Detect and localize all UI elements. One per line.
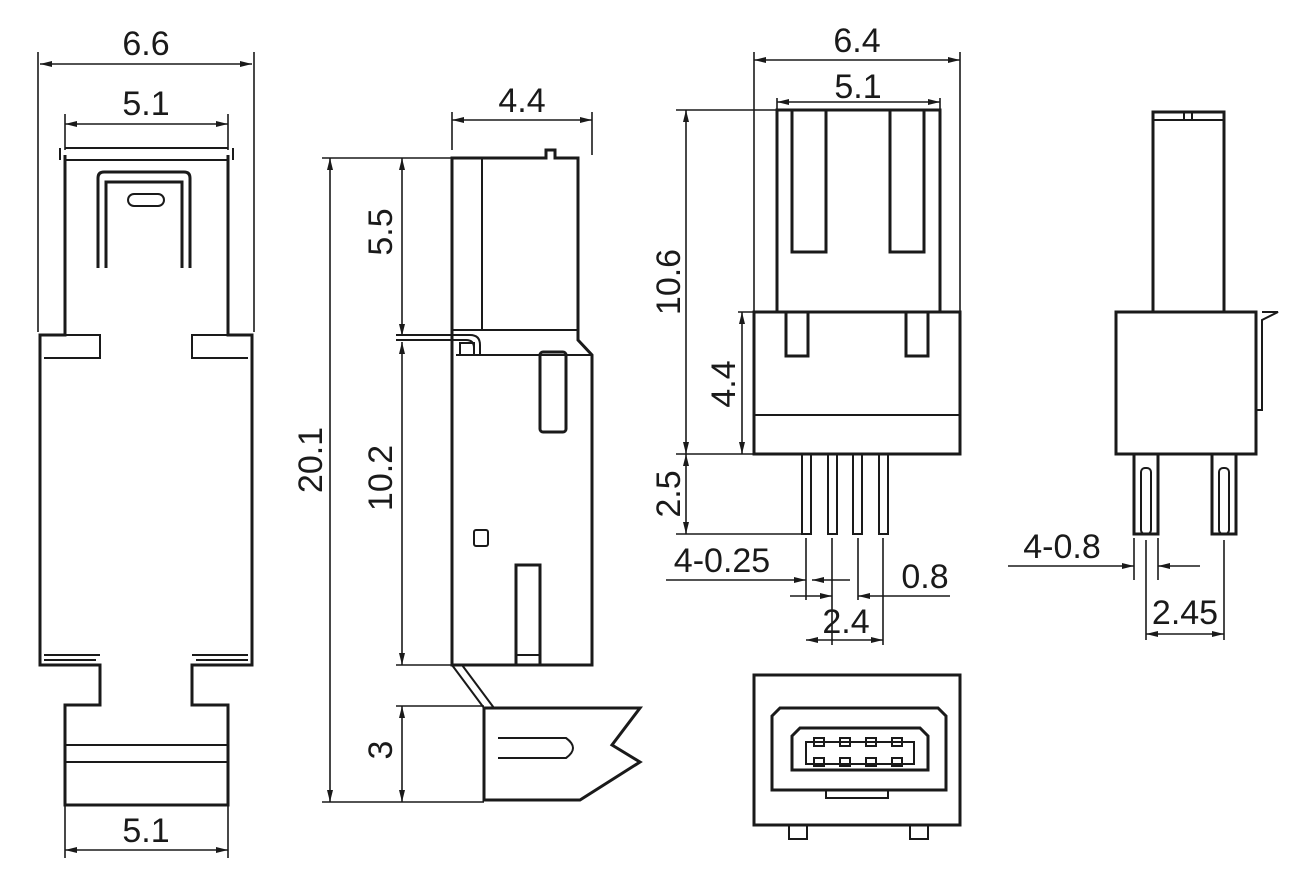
face-outer-shell (770, 706, 948, 792)
dim-body-length: 10.2 (362, 445, 400, 511)
front-view: 6.6 5.1 5.1 (37, 25, 255, 858)
dim-tail-length: 3 (362, 741, 400, 760)
front-ext-lines-overall (37, 52, 255, 332)
front-lower-ledges (44, 654, 248, 661)
face-contact-2-bottom (839, 757, 851, 767)
dim-pin-span: 2.4 (822, 603, 869, 641)
side-view-divisions (452, 158, 592, 356)
dim-total-length: 20.1 (292, 427, 330, 493)
dim-pin-length: 2.5 (650, 470, 688, 517)
front-shoulders (44, 334, 248, 359)
dim-outer-width: 6.4 (833, 22, 880, 60)
dim-head-height: 10.6 (650, 249, 688, 315)
face-contact-3-top (865, 737, 877, 747)
end-view-head-top (1153, 112, 1224, 121)
end-view-head (1151, 110, 1226, 312)
side-view-spring-tab (396, 334, 481, 355)
front-top-lip (59, 147, 234, 160)
face-contact-2-top (839, 737, 851, 747)
dim-lead-pitch: 2.45 (1152, 594, 1218, 632)
face-foot-right (909, 824, 929, 840)
pin-2 (827, 453, 838, 535)
face-foot-left (788, 824, 808, 840)
face-contact-block (805, 741, 915, 765)
dim-top-width: 4.4 (498, 82, 545, 120)
pin-view: 6.4 5.1 10.6 4.4 2.5 4-0.25 0.8 2.4 (650, 22, 962, 645)
front-view-outline (38, 155, 254, 807)
front-ext-lines-inner (64, 114, 229, 150)
face-contact-1-top (813, 737, 825, 747)
pin-ext-lines-left (676, 109, 802, 535)
side-view-lower-slot (514, 563, 542, 665)
end-view: 4-0.8 2.45 (1008, 110, 1279, 640)
end-view-lead-right-slot (1218, 467, 1230, 535)
dim-inner-width: 5.1 (834, 68, 881, 106)
side-view-spring-detail (459, 342, 475, 356)
pin-ext-lines-bottom (805, 538, 884, 645)
pin-ext-lines-top (753, 52, 961, 312)
side-view-small-hole (473, 529, 489, 547)
front-latch-slot (127, 193, 165, 207)
dim-head-length: 5.5 (362, 208, 400, 255)
front-latch-spring (96, 170, 192, 268)
pin-view-body-notches (784, 312, 930, 358)
pin-4 (878, 453, 889, 535)
face-outline (752, 673, 962, 827)
side-ext-lines-levels (322, 157, 484, 803)
pin-view-pins (801, 453, 889, 535)
pin-view-head-slots (790, 110, 926, 254)
end-view-lead-left (1132, 452, 1160, 536)
pin-view-head (775, 108, 942, 312)
face-contact-4-top (891, 737, 903, 747)
face-contact-3-bottom (865, 757, 877, 767)
side-view-window (538, 350, 568, 434)
end-view-lead-right (1210, 452, 1238, 536)
front-tail-bands (65, 744, 228, 763)
dim-pin-width: 4-0.25 (674, 542, 770, 580)
pin-1 (801, 453, 812, 535)
dim-top-inner-width: 5.1 (122, 85, 169, 123)
dim-bottom-width: 5.1 (122, 812, 169, 850)
side-view-cup-slot (498, 737, 574, 759)
receptacle-face-view (752, 673, 962, 840)
side-view-outline (450, 148, 594, 667)
face-contact-1-bottom (813, 757, 825, 767)
end-view-latch (1256, 311, 1279, 411)
dim-overall-width: 6.6 (122, 25, 169, 63)
side-view: 4.4 20.1 5.5 10.2 3 (292, 82, 644, 803)
face-inner-cavity (790, 726, 930, 772)
end-ext-lines (1133, 538, 1225, 640)
face-key-tab (825, 789, 889, 799)
dim-pin-pitch: 0.8 (901, 558, 948, 596)
end-view-lead-left-slot (1140, 467, 1152, 535)
face-contacts (813, 737, 903, 767)
side-view-solder-cup (482, 706, 644, 802)
dim-body-height: 4.4 (705, 360, 743, 407)
pin-3 (852, 453, 863, 535)
end-view-body (1114, 310, 1258, 456)
face-contact-4-bottom (891, 757, 903, 767)
dim-lead-width: 4-0.8 (1023, 528, 1101, 566)
side-view-tail-neck (451, 664, 495, 709)
